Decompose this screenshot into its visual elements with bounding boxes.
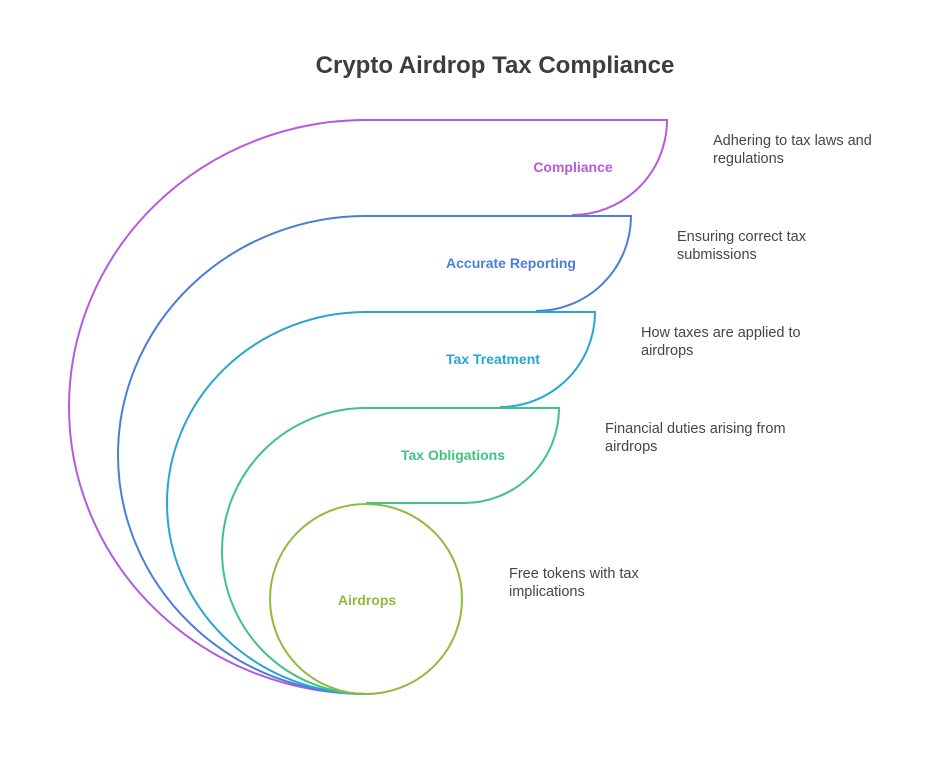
layer-compliance-shape [68, 119, 668, 695]
layer-tax-obligations-label: Tax Obligations [401, 447, 505, 463]
layer-compliance-description: Adhering to tax laws and regulations [713, 133, 876, 167]
layer-compliance-label: Compliance [533, 159, 613, 175]
layer-airdrops-label: Airdrops [338, 592, 397, 608]
layer-airdrops: Airdrops Free tokens with tax implicatio… [269, 503, 643, 695]
layer-compliance: Compliance Adhering to tax laws and regu… [68, 119, 876, 695]
layer-tax-treatment-description: How taxes are applied to airdrops [641, 325, 805, 359]
layer-tax-obligations: Tax Obligations Financial duties arising… [221, 407, 790, 695]
diagram-title: Crypto Airdrop Tax Compliance [316, 52, 675, 79]
layer-airdrops-description: Free tokens with tax implications [509, 566, 643, 600]
layer-accurate-reporting: Accurate Reporting Ensuring correct tax … [117, 215, 810, 695]
layer-accurate-reporting-shape [117, 215, 632, 695]
layer-tax-obligations-description: Financial duties arising from airdrops [605, 421, 790, 455]
layer-tax-treatment-label: Tax Treatment [446, 351, 540, 367]
layer-tax-treatment: Tax Treatment How taxes are applied to a… [166, 311, 805, 695]
layer-airdrops-circle [269, 503, 463, 695]
layer-accurate-reporting-description: Ensuring correct tax submissions [677, 229, 810, 263]
layer-tax-obligations-shape [221, 407, 560, 695]
layer-tax-treatment-shape [166, 311, 596, 695]
layer-accurate-reporting-label: Accurate Reporting [446, 255, 576, 271]
